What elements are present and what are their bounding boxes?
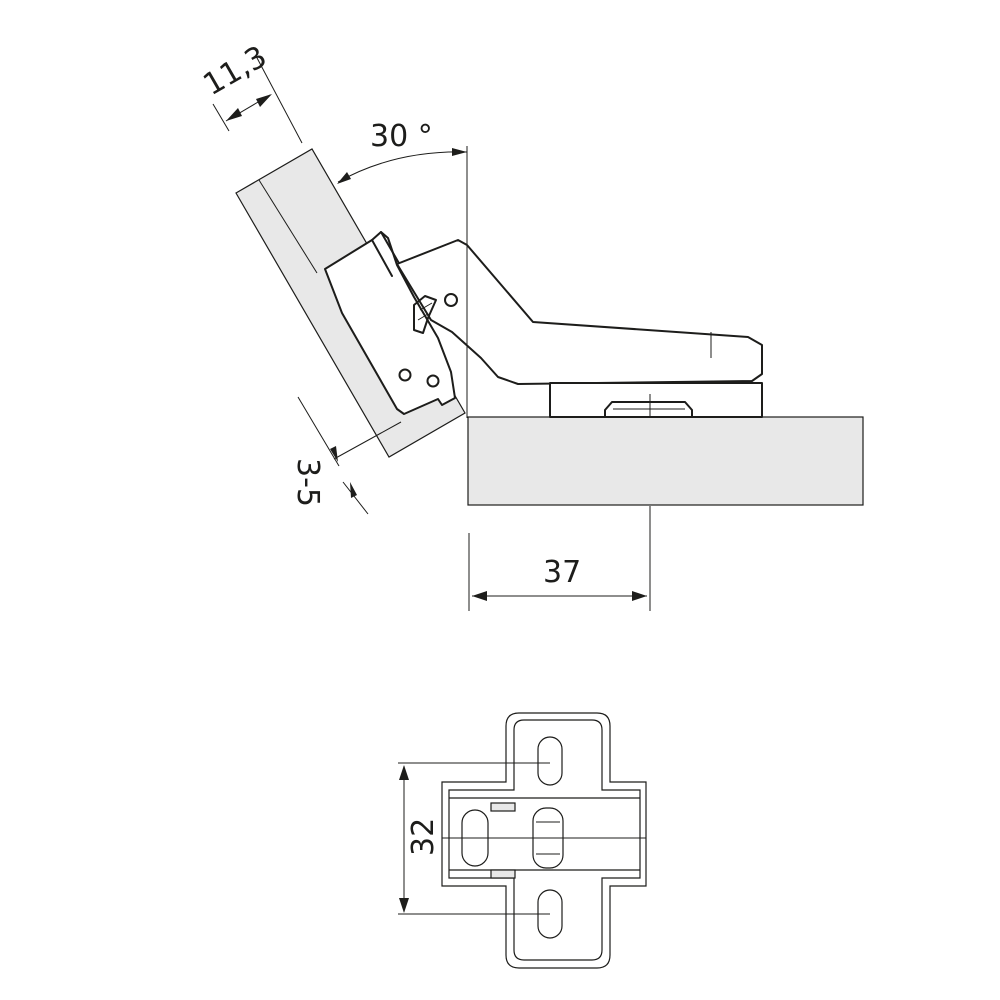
side-view: 11,3 30 ° 3-5 37 (198, 39, 864, 611)
dimension-drilling: 37 (468, 506, 651, 611)
hinge-cup (324, 231, 456, 415)
lower-tab (490, 869, 516, 879)
arm-pivot-hole (444, 293, 458, 307)
plate-inner-outline (448, 719, 641, 961)
cup-screw-hole-1 (398, 368, 412, 382)
top-slot (537, 736, 563, 786)
cup-screw-hole-2 (426, 374, 440, 388)
mounting-base (549, 382, 763, 418)
hinge-arm (396, 239, 763, 385)
hinge-cup-inner (371, 231, 401, 277)
cabinet-panel (467, 416, 864, 506)
hole-spacing-label: 32 (406, 818, 441, 856)
hinge-link (413, 295, 437, 334)
drilling-distance-label: 37 (543, 555, 581, 590)
overlay-width-label: 11,3 (198, 39, 273, 103)
dimension-hole-spacing: 32 (398, 762, 550, 915)
angle-label: 30 ° (370, 119, 433, 154)
plate-outline (441, 712, 647, 969)
dimension-angle: 30 ° (337, 119, 468, 418)
mounting-plate-top-view: 32 (398, 712, 647, 969)
hinge-link-detail (417, 302, 433, 321)
upper-tab (490, 802, 516, 812)
gap-label: 3-5 (290, 458, 325, 507)
dimension-gap: 3-5 (290, 396, 402, 515)
